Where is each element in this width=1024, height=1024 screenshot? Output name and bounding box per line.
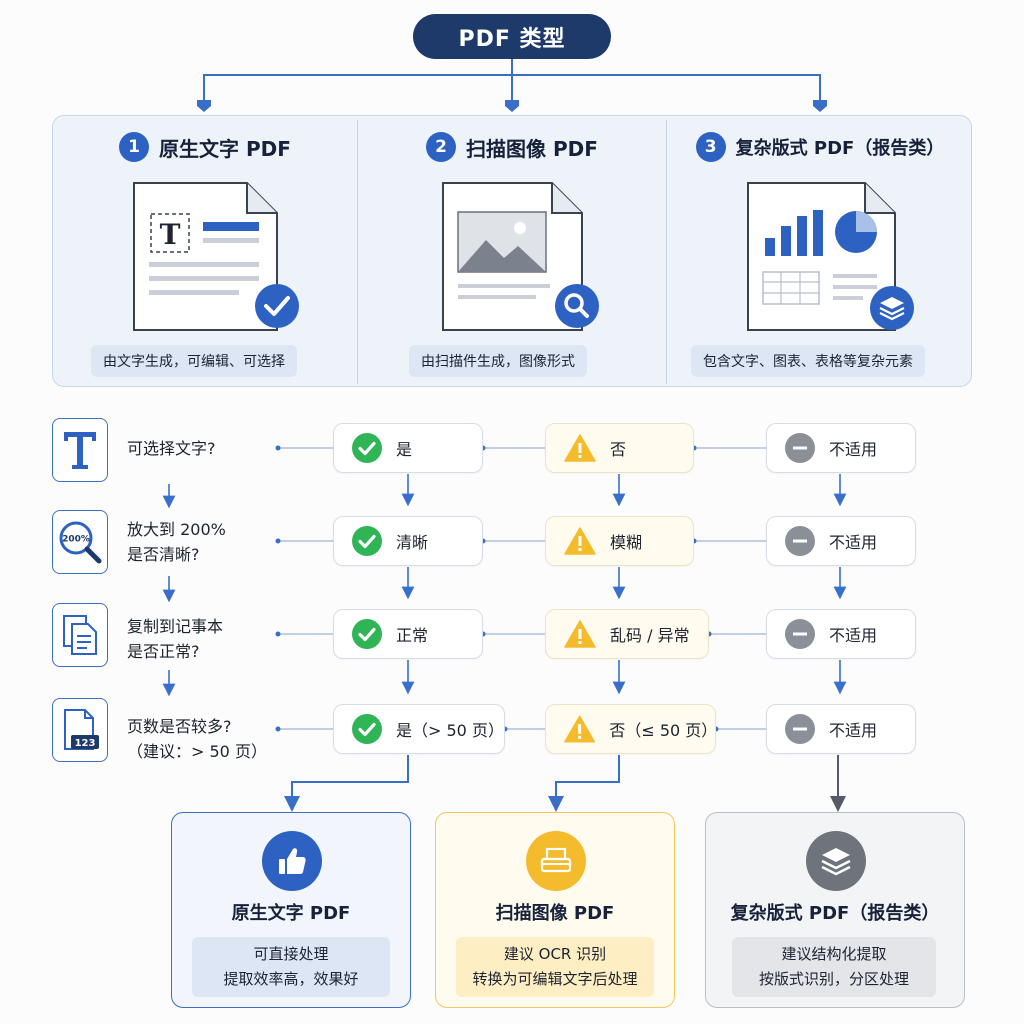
type-heading: 3 复杂版式 PDF（报告类） [667, 132, 973, 162]
answer-label: 否 [610, 440, 627, 459]
answer-label: 正常 [396, 626, 429, 645]
step-number-badge: 2 [426, 132, 457, 162]
warning-icon [564, 715, 596, 743]
question-line: 放大到 200% [127, 520, 226, 539]
answer-label: 不适用 [829, 440, 878, 459]
result-scanned-image: 扫描图像 PDF 建议 OCR 识别 转换为可编辑文字后处理 [435, 812, 675, 1008]
green-check-icon [352, 619, 382, 649]
answer-label: 模糊 [610, 533, 643, 552]
type-heading: 2 扫描图像 PDF [358, 132, 666, 162]
thumbs-up-icon [262, 831, 322, 891]
type-complex-layout: 3 复杂版式 PDF（报告类） 包含文字、图表、表格等复杂元素 [667, 116, 973, 388]
magnifier-200-icon: 200% [52, 510, 108, 574]
answer-label: 不适用 [829, 626, 878, 645]
result-line: 按版式识别，分区处理 [758, 970, 909, 988]
type-scanned-image: 2 扫描图像 PDF 由扫描件生成，图像形式 [358, 116, 666, 388]
answer-not-applicable: 不适用 [766, 423, 916, 473]
green-check-icon [352, 433, 382, 463]
divider [666, 120, 667, 384]
text-document-icon: T [133, 182, 299, 331]
pdf-types-panel: 1 原生文字 PDF T 由文字生成，可编辑、可选择 2 扫描图像 PDF [52, 115, 972, 387]
answer-not-applicable: 不适用 [766, 704, 916, 754]
answer-few-pages: 否（≤ 50 页） [545, 704, 718, 754]
warning-icon [564, 434, 596, 462]
warning-icon [564, 527, 596, 555]
answer-label: 是 [396, 440, 413, 459]
question-page-count: 页数是否较多? （建议：> 50 页） [127, 714, 267, 764]
result-description: 可直接处理 提取效率高，效果好 [192, 937, 390, 997]
result-native-text: 原生文字 PDF 可直接处理 提取效率高，效果好 [171, 812, 411, 1008]
minus-circle-icon [785, 433, 815, 463]
answer-normal: 正常 [333, 609, 483, 659]
layers-icon [806, 831, 866, 891]
answer-yes: 是 [333, 423, 483, 473]
scanner-icon [526, 831, 586, 891]
result-line: 转换为可编辑文字后处理 [472, 970, 638, 988]
result-line: 提取效率高，效果好 [223, 970, 359, 988]
question-line: 是否清晰? [127, 545, 200, 564]
divider [357, 120, 358, 384]
answer-not-applicable: 不适用 [766, 516, 916, 566]
answer-label: 否（≤ 50 页） [609, 721, 718, 740]
step-number-badge: 1 [119, 132, 150, 162]
green-check-icon [352, 526, 382, 556]
question-zoom-clarity: 放大到 200% 是否清晰? [127, 517, 226, 567]
answer-clear: 清晰 [333, 516, 483, 566]
result-title: 扫描图像 PDF [495, 903, 615, 924]
answer-label: 不适用 [829, 721, 878, 740]
type-description: 包含文字、图表、表格等复杂元素 [691, 345, 925, 377]
question-selectable-text: 可选择文字? [127, 436, 216, 461]
copy-documents-icon [52, 603, 108, 667]
step-number-badge: 3 [695, 132, 726, 162]
result-title: 复杂版式 PDF（报告类） [730, 903, 940, 924]
type-native-text: 1 原生文字 PDF T 由文字生成，可编辑、可选择 [53, 116, 357, 388]
text-t-icon [52, 418, 108, 482]
answer-label: 乱码 / 异常 [610, 626, 690, 645]
answer-many-pages: 是（> 50 页） [333, 704, 505, 754]
result-line: 建议 OCR 识别 [503, 945, 607, 963]
warning-icon [564, 620, 596, 648]
question-copy-notepad: 复制到记事本 是否正常? [127, 614, 223, 664]
page-title: PDF 类型 [413, 14, 611, 59]
answer-no: 否 [545, 423, 694, 473]
minus-circle-icon [785, 714, 815, 744]
result-title: 原生文字 PDF [231, 903, 351, 924]
result-description: 建议 OCR 识别 转换为可编辑文字后处理 [456, 937, 654, 997]
svg-text:123: 123 [75, 738, 96, 749]
question-line: 是否正常? [127, 642, 200, 661]
question-line: （建议：> 50 页） [127, 742, 267, 761]
answer-blurry: 模糊 [545, 516, 694, 566]
result-complex-layout: 复杂版式 PDF（报告类） 建议结构化提取 按版式识别，分区处理 [705, 812, 965, 1008]
svg-text:200%: 200% [62, 535, 90, 545]
chart-document-icon [747, 182, 914, 331]
minus-circle-icon [785, 526, 815, 556]
type-description: 由文字生成，可编辑、可选择 [91, 345, 297, 377]
minus-circle-icon [785, 619, 815, 649]
type-title: 复杂版式 PDF（报告类） [735, 138, 945, 159]
image-document-icon [442, 182, 599, 331]
answer-label: 不适用 [829, 533, 878, 552]
page-count-icon: 123 [52, 698, 108, 762]
answer-not-applicable: 不适用 [766, 609, 916, 659]
type-heading: 1 原生文字 PDF [53, 132, 357, 162]
question-line: 可选择文字? [127, 439, 216, 458]
question-line: 页数是否较多? [127, 717, 232, 736]
question-line: 复制到记事本 [127, 617, 224, 636]
result-line: 可直接处理 [253, 945, 329, 963]
answer-garbled: 乱码 / 异常 [545, 609, 709, 659]
text-t-glyph: T [160, 218, 181, 251]
answer-label: 是（> 50 页） [396, 721, 504, 740]
type-description: 由扫描件生成，图像形式 [409, 345, 587, 377]
green-check-icon [352, 714, 382, 744]
answer-label: 清晰 [396, 533, 429, 552]
type-title: 原生文字 PDF [159, 136, 291, 161]
result-line: 建议结构化提取 [781, 945, 887, 963]
result-description: 建议结构化提取 按版式识别，分区处理 [732, 937, 936, 997]
type-title: 扫描图像 PDF [466, 136, 598, 161]
